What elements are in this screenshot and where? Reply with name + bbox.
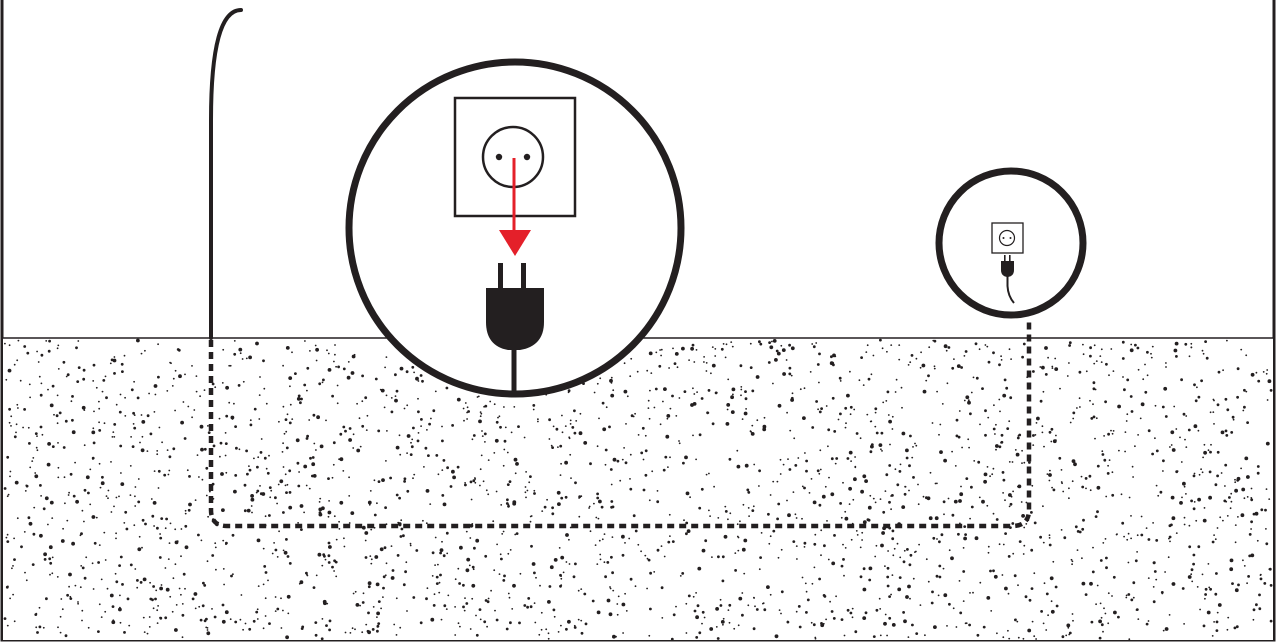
wall-socket-icon: [992, 223, 1023, 253]
zoom-circle-socket-plug: [349, 62, 681, 394]
speckled-ground: [3, 338, 1273, 641]
zoom-circle-socket-plugged: [939, 171, 1083, 315]
cable-rising-from-ground: [211, 10, 241, 338]
